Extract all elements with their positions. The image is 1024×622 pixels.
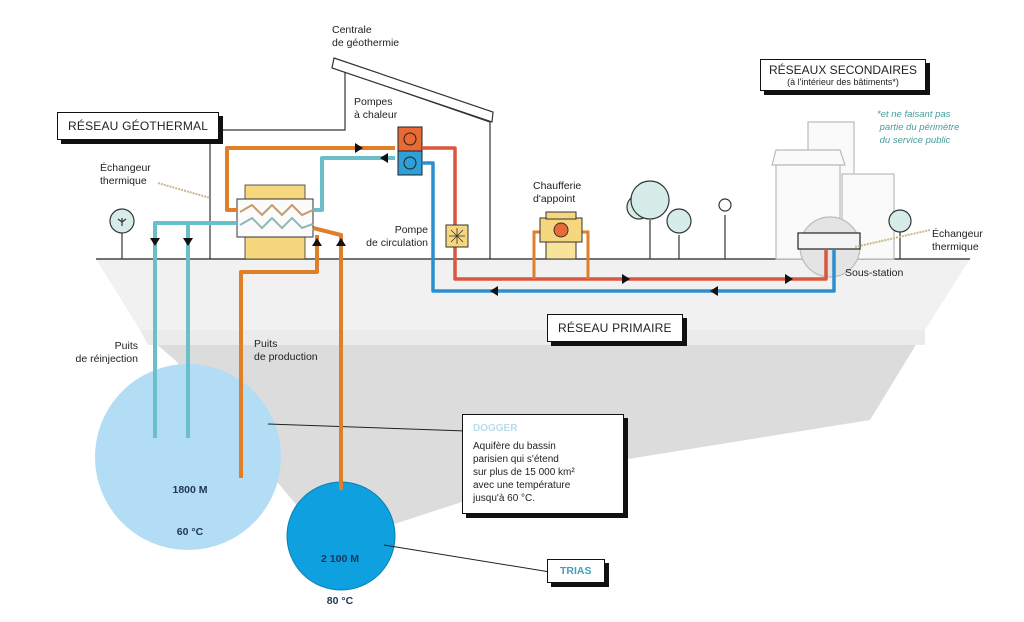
dogger-description: Aquifère du bassin parisien qui s'étend … [473,441,575,504]
heat-exchanger-top [244,184,306,200]
reseaux-secondaires-box: RÉSEAUX SECONDAIRES (à l'intérieur des b… [760,59,927,91]
sous-station-exchanger [797,232,861,250]
exchanger-right-leader-line [854,229,931,248]
heat-exchanger-bottom [244,236,306,260]
trias-temperature: 80 °C [326,595,354,607]
reinjection-pipes [153,156,395,438]
flow-arrows [150,143,793,296]
pompes-chaleur-label: Pompes à chaleur [354,96,398,121]
dogger-info-box: DOGGER Aquifère du bassin parisien qui s… [462,414,624,514]
dogger-temperature: 60 °C [176,526,204,538]
reseaux-secondaires-title: RÉSEAUX SECONDAIRES [769,63,918,77]
sous-station-label: Sous-station [845,267,904,279]
ground-surface-layer [96,259,970,330]
trias-depth: 2 100 M 80 °C [310,524,370,622]
exchanger-leader-line [157,182,211,199]
ground-strip [140,330,925,345]
primary-supply-pipe [422,146,828,281]
echangeur-left-label: Échangeur thermique [100,162,151,187]
trias-box: TRIAS [547,559,605,583]
chaufferie-label: Chaufferie d'appoint [533,180,582,205]
puits-reinjection-label: Puits de réinjection [75,340,138,365]
reseaux-secondaires-subtitle: (à l'intérieur des bâtiments*) [787,77,899,87]
reseau-primaire-box: RÉSEAU PRIMAIRE [547,314,683,342]
reseau-primaire-title: RÉSEAU PRIMAIRE [558,321,672,335]
tree-icon [109,208,135,259]
trias-leader-line [383,544,551,573]
echangeur-right-label: Échangeur thermique [932,228,983,253]
centrale-label: Centrale de géothermie [332,24,400,49]
tree-icon [626,180,912,259]
pompe-circulation-label: Pompe de circulation [366,224,428,249]
exchanger-coil-cold [239,216,314,230]
dogger-leader-line [267,423,467,432]
reseau-geothermal-title: RÉSEAU GÉOTHERMAL [68,119,209,133]
dogger-name: DOGGER [473,423,518,434]
trias-depth-value: 2 100 M [321,553,359,565]
trias-name: TRIAS [560,565,592,577]
dogger-depth-value: 1800 M [172,484,208,496]
puits-production-label: Puits de production [254,338,318,363]
dogger-aquifer [95,364,281,550]
heat-pump-hot [397,126,423,152]
footnote-text: *et ne faisant pas partie du périmètre d… [877,109,960,146]
heat-pump-cold [397,150,423,176]
dogger-depth: 1800 M 60 °C [160,455,220,553]
exchanger-coil-hot [239,203,314,217]
primary-return-pipe [422,161,836,293]
geothermal-plant-building [209,57,494,259]
heat-exchanger [236,198,314,238]
production-pipes [225,146,395,490]
reseau-geothermal-box: RÉSEAU GÉOTHERMAL [57,112,220,140]
